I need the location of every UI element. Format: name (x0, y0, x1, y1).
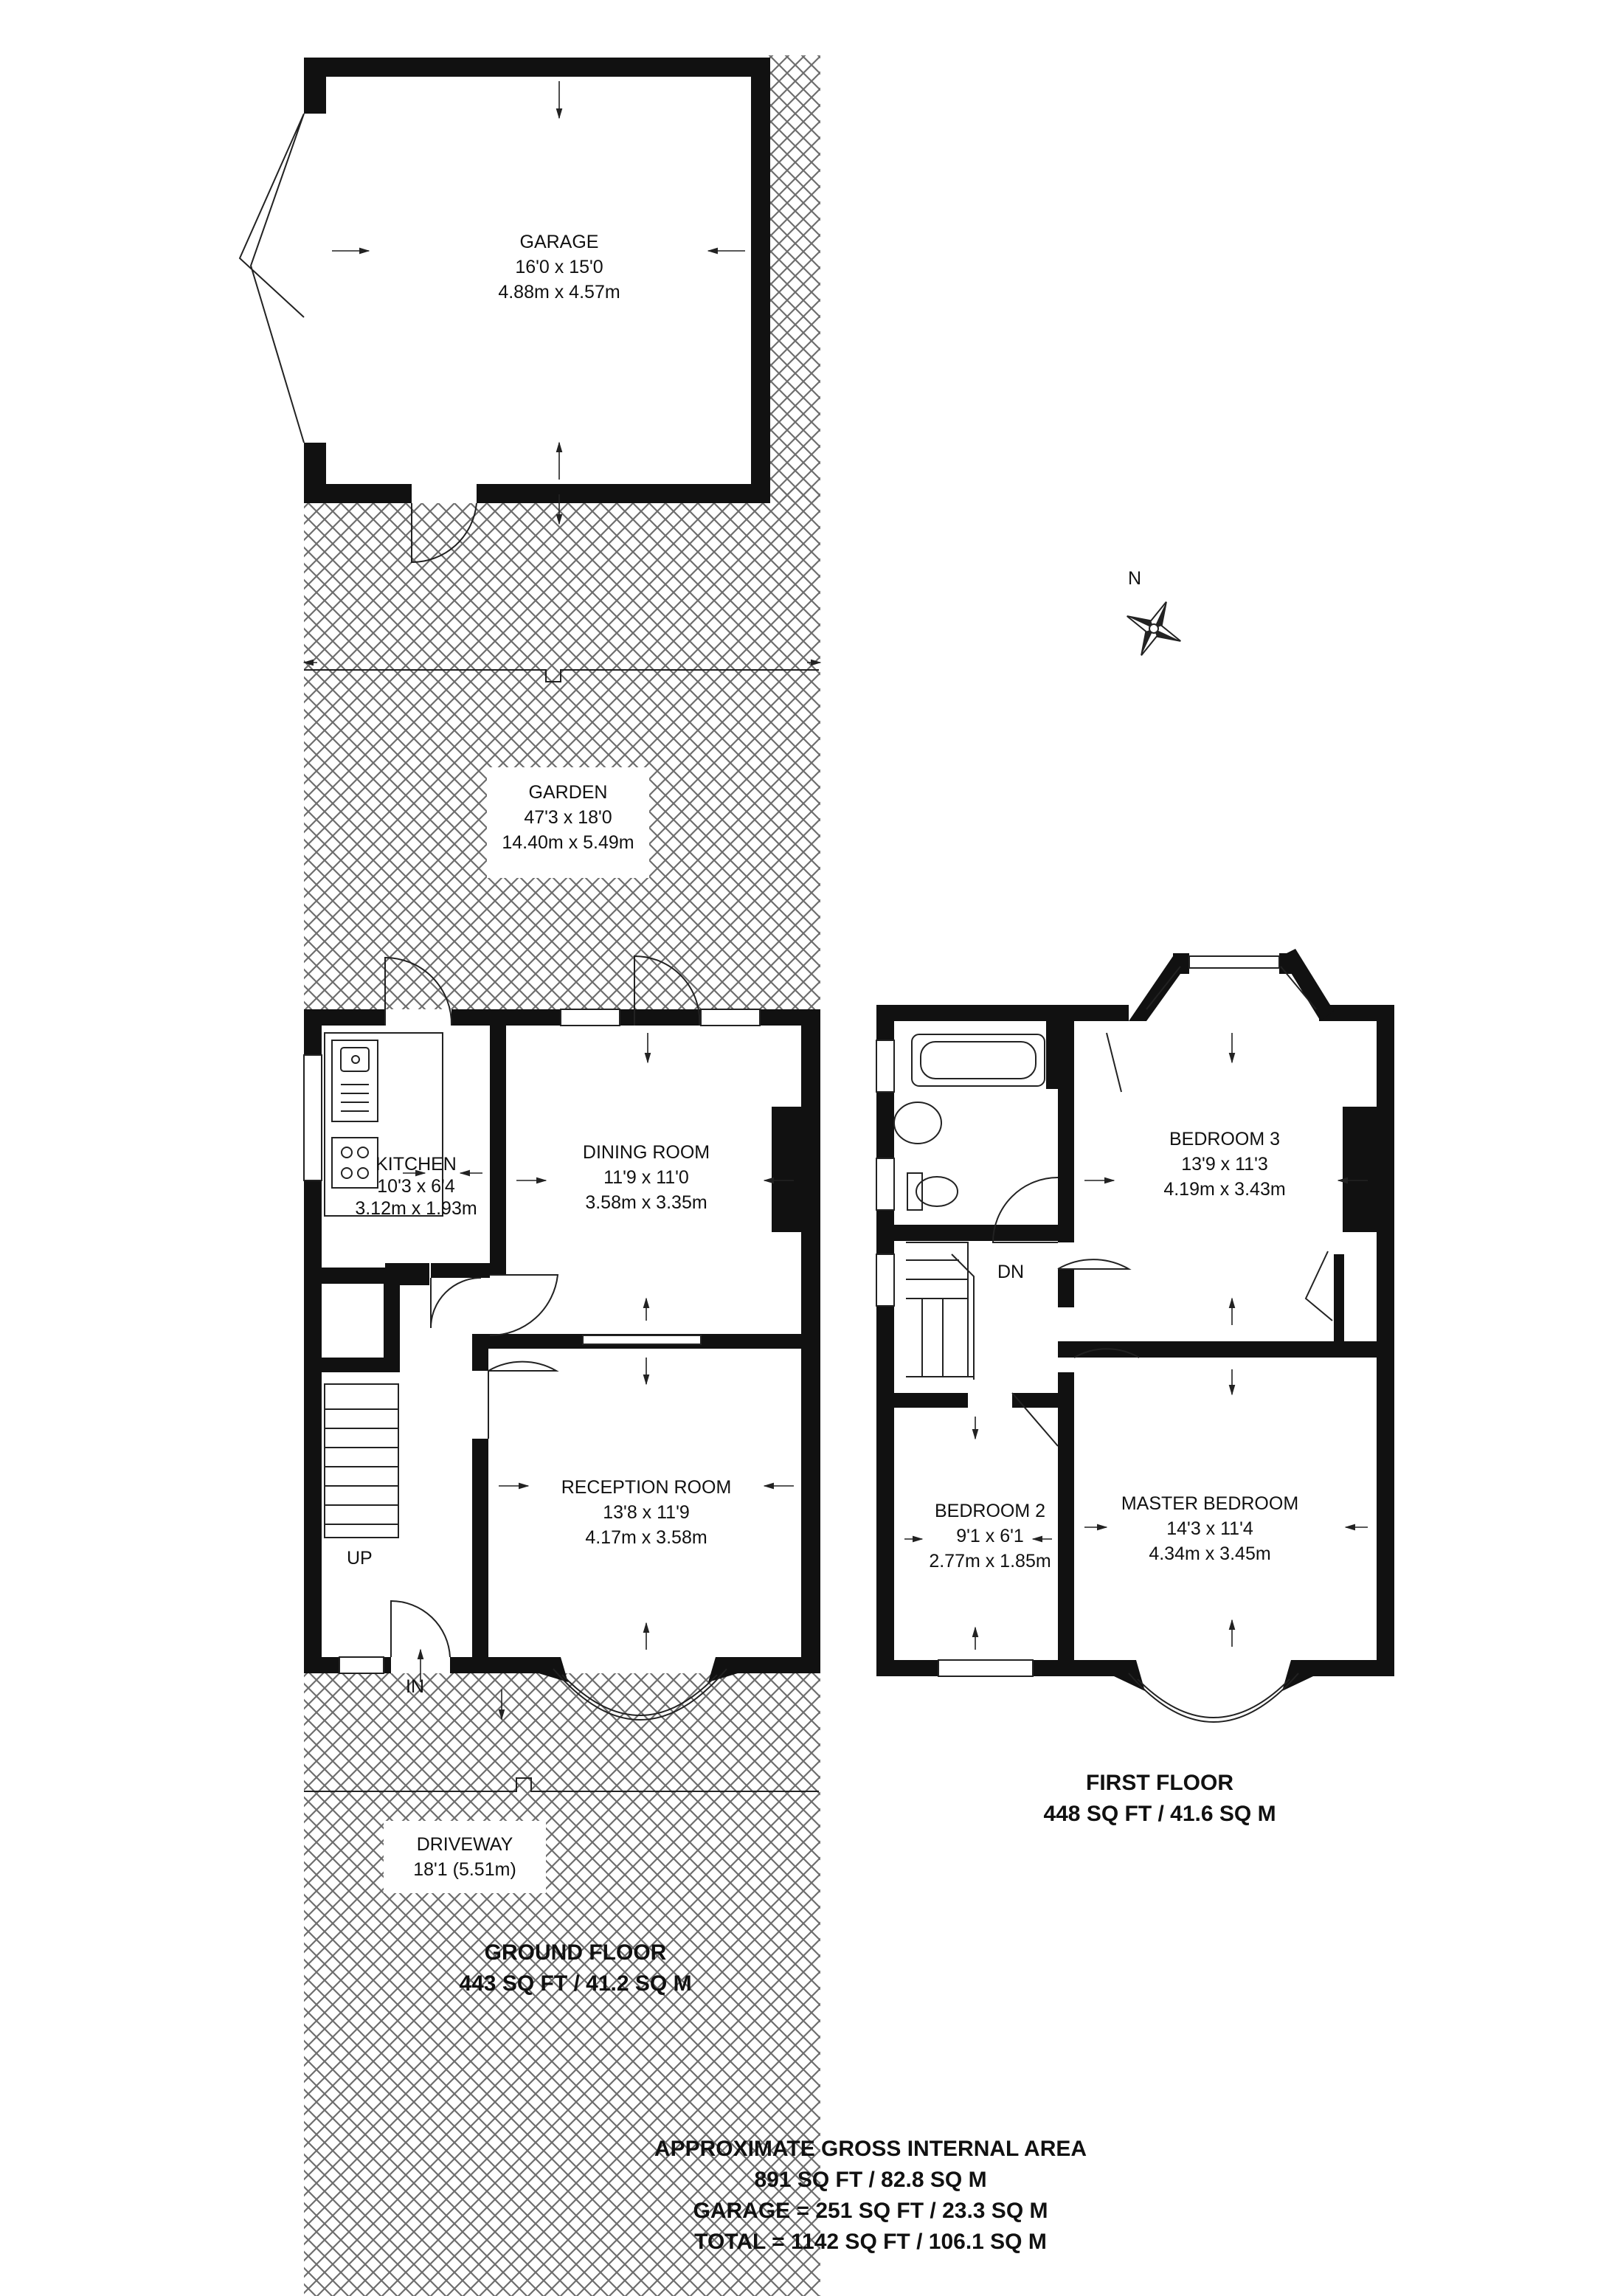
label-garage: GARAGE 16'0 x 15'0 4.88m x 4.57m (498, 232, 620, 302)
compass-label: N (1128, 568, 1141, 589)
label-bedroom-3: BEDROOM 3 13'9 x 11'3 4.19m x 3.43m (1163, 1129, 1285, 1200)
ground-floor-house (303, 955, 820, 1721)
bedroom2-metric: 2.77m x 1.85m (929, 1551, 1051, 1571)
master-name: MASTER BEDROOM (1121, 1493, 1298, 1514)
label-dining-room: DINING ROOM 11'9 x 11'0 3.58m x 3.35m (583, 1142, 710, 1213)
label-kitchen: KITCHEN 10'3 x 6'4 3.12m x 1.93m (355, 1154, 477, 1219)
garage-name: GARAGE (520, 232, 599, 252)
dining-metric: 3.58m x 3.35m (585, 1192, 707, 1213)
label-driveway: DRIVEWAY 18'1 (5.51m) (413, 1834, 516, 1880)
garden-imperial: 47'3 x 18'0 (524, 807, 612, 828)
ground-stairs-label: UP (347, 1548, 373, 1569)
label-master-bedroom: MASTER BEDROOM 14'3 x 11'4 4.34m x 3.45m (1121, 1493, 1298, 1564)
kitchen-metric: 3.12m x 1.93m (355, 1198, 477, 1219)
label-reception-room: RECEPTION ROOM 13'8 x 11'9 4.17m x 3.58m (561, 1477, 732, 1548)
bedroom2-name: BEDROOM 2 (935, 1501, 1045, 1521)
driveway-name: DRIVEWAY (417, 1834, 513, 1855)
summary-line3: TOTAL = 1142 SQ FT / 106.1 SQ M (694, 2230, 1047, 2254)
compass-rose-icon (1127, 601, 1181, 656)
label-bedroom-2: BEDROOM 2 9'1 x 6'1 2.77m x 1.85m (929, 1501, 1051, 1571)
master-imperial: 14'3 x 11'4 (1166, 1518, 1253, 1539)
outdoor-hatching (304, 55, 820, 2296)
first-stairs-label: DN (997, 1262, 1024, 1282)
bedroom3-metric: 4.19m x 3.43m (1163, 1179, 1285, 1200)
label-garden: GARDEN 47'3 x 18'0 14.40m x 5.49m (502, 782, 634, 853)
dining-imperial: 11'9 x 11'0 (603, 1167, 689, 1188)
first-floor-area: 448 SQ FT / 41.6 SQ M (1043, 1802, 1276, 1826)
ground-floor-title: GROUND FLOOR (485, 1940, 667, 1965)
dimension-arrows (302, 81, 1368, 1792)
reception-imperial: 13'8 x 11'9 (603, 1502, 690, 1523)
bedroom2-imperial: 9'1 x 6'1 (956, 1526, 1024, 1546)
garage-metric: 4.88m x 4.57m (498, 282, 620, 302)
area-summary: APPROXIMATE GROSS INTERNAL AREA 891 SQ F… (654, 2137, 1087, 2254)
first-floor-title: FIRST FLOOR (1086, 1771, 1233, 1795)
dining-name: DINING ROOM (583, 1142, 710, 1163)
reception-name: RECEPTION ROOM (561, 1477, 732, 1498)
ground-stairs (324, 1383, 399, 1538)
garage-imperial: 16'0 x 15'0 (515, 257, 603, 277)
kitchen-imperial: 10'3 x 6'4 (377, 1176, 455, 1197)
kitchen-name: KITCHEN (376, 1154, 457, 1175)
garden-metric: 14.40m x 5.49m (502, 832, 634, 853)
summary-line1: 891 SQ FT / 82.8 SQ M (754, 2168, 986, 2192)
garage (238, 58, 770, 564)
reception-metric: 4.17m x 3.58m (585, 1527, 707, 1548)
first-floor-house (876, 949, 1394, 1723)
bedroom3-imperial: 13'9 x 11'3 (1181, 1154, 1268, 1175)
garden-name: GARDEN (529, 782, 608, 803)
driveway-imperial: 18'1 (5.51m) (413, 1859, 516, 1880)
summary-heading: APPROXIMATE GROSS INTERNAL AREA (654, 2137, 1087, 2161)
first-stairs (906, 1242, 975, 1380)
entrance-label: IN (406, 1676, 424, 1697)
summary-line2: GARAGE = 251 SQ FT / 23.3 SQ M (693, 2199, 1048, 2223)
ground-floor-area: 443 SQ FT / 41.2 SQ M (459, 1971, 691, 1996)
master-metric: 4.34m x 3.45m (1149, 1543, 1270, 1564)
bedroom3-name: BEDROOM 3 (1169, 1129, 1280, 1149)
